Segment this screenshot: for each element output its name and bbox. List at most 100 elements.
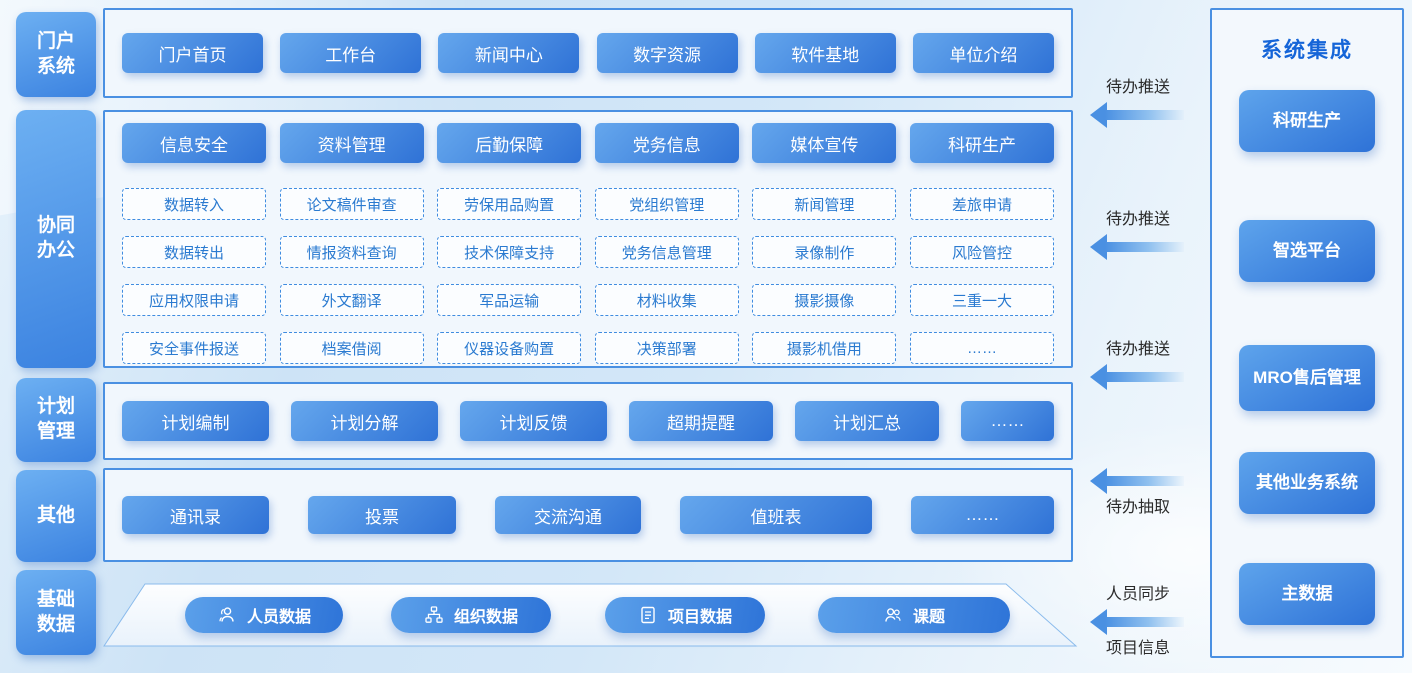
contacts-button[interactable]: 通讯录: [122, 496, 269, 534]
collab-item-button[interactable]: 三重一大: [909, 284, 1054, 316]
sidebar-item-label: 计划管理: [36, 396, 75, 442]
collab-header-button[interactable]: 科研生产: [909, 123, 1054, 163]
panel-title: 系统集成: [1261, 39, 1353, 62]
software-base-button[interactable]: 软件基地: [754, 33, 896, 73]
collab-item-button[interactable]: 仪器设备购置: [437, 332, 582, 364]
pill-label: 课题: [912, 609, 945, 626]
pill-label: 人员数据: [246, 609, 311, 626]
collab-columns: 信息安全 数据转入 数据转出 应用权限申请 安全事件报送 资料管理 论文稿件审查…: [105, 112, 1071, 380]
collab-item-button[interactable]: 档案借阅: [279, 332, 424, 364]
collab-item-button[interactable]: 摄影摄像: [752, 284, 897, 316]
mro-aftersales-button[interactable]: MRO售后管理: [1239, 345, 1375, 411]
portal-button-row: 门户首页 工作台 新闻中心 数字资源 软件基地 单位介绍: [105, 10, 1071, 96]
collab-item-button[interactable]: 军品运输: [437, 284, 582, 316]
collab-item-button[interactable]: 安全事件报送: [122, 332, 266, 364]
vote-button[interactable]: 投票: [308, 496, 456, 534]
flow-todo-push-2: 待办推送: [1090, 208, 1186, 262]
research-production-system-button[interactable]: 科研生产: [1239, 90, 1375, 152]
plan-summary-button[interactable]: 计划汇总: [795, 401, 939, 441]
plan-feedback-button[interactable]: 计划反馈: [460, 401, 607, 441]
collab-item-button[interactable]: 数据转入: [122, 188, 266, 220]
news-center-button[interactable]: 新闻中心: [438, 33, 580, 73]
topic-data-pill[interactable]: 课题: [818, 597, 1010, 633]
collab-item-button[interactable]: 摄影机借用: [752, 332, 897, 364]
arrow-left-icon: [1090, 364, 1186, 390]
collab-item-button[interactable]: 差旅申请: [909, 188, 1054, 220]
sidebar-item-plan-management[interactable]: 计划管理: [16, 378, 96, 462]
flow-label: 待办推送: [1105, 341, 1170, 358]
collab-item-button[interactable]: 情报资料查询: [279, 236, 424, 268]
collab-item-button[interactable]: 材料收集: [594, 284, 739, 316]
collab-item-button[interactable]: 数据转出: [122, 236, 266, 268]
plan-decompose-button[interactable]: 计划分解: [291, 401, 438, 441]
smart-select-platform-button[interactable]: 智选平台: [1239, 220, 1375, 282]
flow-label: 项目信息: [1105, 640, 1170, 657]
plan-compile-button[interactable]: 计划编制: [122, 401, 269, 441]
collab-header-button[interactable]: 资料管理: [279, 123, 424, 163]
collab-item-button[interactable]: 党组织管理: [594, 188, 739, 220]
collab-item-button[interactable]: 技术保障支持: [437, 236, 582, 268]
plan-management-section: 计划编制 计划分解 计划反馈 超期提醒 计划汇总 ……: [103, 382, 1073, 460]
arrow-left-icon: [1090, 468, 1186, 494]
collab-column-material-mgmt: 资料管理 论文稿件审查 情报资料查询 外文翻译 档案借阅: [279, 123, 424, 380]
group-icon: [885, 608, 901, 622]
sidebar-item-base-data[interactable]: 基础数据: [16, 570, 96, 655]
plan-more-button[interactable]: ……: [961, 401, 1054, 441]
flow-todo-push-1: 待办推送: [1090, 76, 1186, 130]
sidebar-item-portal-system[interactable]: 门户系统: [16, 12, 96, 97]
collab-column-logistics: 后勤保障 劳保用品购置 技术保障支持 军品运输 仪器设备购置: [437, 123, 582, 380]
sidebar-item-label: 协同办公: [36, 215, 75, 261]
portal-home-button[interactable]: 门户首页: [122, 33, 263, 73]
communication-button[interactable]: 交流沟通: [495, 496, 641, 534]
collab-item-button[interactable]: 应用权限申请: [122, 284, 266, 316]
overdue-reminder-button[interactable]: 超期提醒: [629, 401, 773, 441]
collab-header-button[interactable]: 信息安全: [122, 123, 266, 163]
other-section: 通讯录 投票 交流沟通 值班表 ……: [103, 468, 1073, 562]
collab-item-button[interactable]: 录像制作: [752, 236, 897, 268]
collab-header-button[interactable]: 后勤保障: [437, 123, 582, 163]
master-data-button[interactable]: 主数据: [1239, 563, 1375, 625]
collab-item-button[interactable]: 风险管控: [909, 236, 1054, 268]
collab-item-button[interactable]: 论文稿件审查: [279, 188, 424, 220]
other-button-row: 通讯录 投票 交流沟通 值班表 ……: [105, 470, 1071, 560]
flow-label: 待办推送: [1105, 79, 1170, 96]
collab-item-button[interactable]: 决策部署: [594, 332, 739, 364]
collab-column-party-info: 党务信息 党组织管理 党务信息管理 材料收集 决策部署: [594, 123, 739, 380]
sidebar-item-collaboration-office[interactable]: 协同办公: [16, 110, 96, 368]
organization-data-pill[interactable]: 组织数据: [391, 597, 551, 633]
sidebar-item-label: 其他: [36, 504, 75, 526]
flow-label: 待办推送: [1105, 211, 1170, 228]
sidebar-item-label: 基础数据: [36, 588, 75, 635]
plan-button-row: 计划编制 计划分解 计划反馈 超期提醒 计划汇总 ……: [105, 384, 1071, 458]
collab-header-button[interactable]: 媒体宣传: [752, 123, 897, 163]
collab-item-button[interactable]: 党务信息管理: [594, 236, 739, 268]
sidebar-item-label: 门户系统: [36, 30, 75, 77]
flow-personnel-project-sync: 人员同步 项目信息: [1090, 583, 1186, 661]
other-business-systems-button[interactable]: 其他业务系统: [1239, 452, 1375, 514]
collaboration-office-section: 信息安全 数据转入 数据转出 应用权限申请 安全事件报送 资料管理 论文稿件审查…: [103, 110, 1073, 368]
collab-column-media: 媒体宣传 新闻管理 录像制作 摄影摄像 摄影机借用: [752, 123, 897, 380]
collab-item-button[interactable]: ……: [909, 332, 1054, 364]
arrow-left-icon: [1090, 234, 1186, 260]
flow-todo-push-3: 待办推送: [1090, 338, 1186, 392]
arrow-left-icon: [1090, 609, 1186, 635]
portal-system-section: 门户首页 工作台 新闻中心 数字资源 软件基地 单位介绍: [103, 8, 1073, 98]
workbench-button[interactable]: 工作台: [280, 33, 422, 73]
flow-label: 人员同步: [1105, 586, 1170, 603]
digital-resources-button[interactable]: 数字资源: [596, 33, 738, 73]
document-icon: [641, 606, 655, 624]
collab-item-button[interactable]: 新闻管理: [752, 188, 897, 220]
collab-item-button[interactable]: 劳保用品购置: [437, 188, 582, 220]
collab-header-button[interactable]: 党务信息: [594, 123, 739, 163]
collab-column-info-security: 信息安全 数据转入 数据转出 应用权限申请 安全事件报送: [122, 123, 266, 380]
duty-roster-button[interactable]: 值班表: [680, 496, 872, 534]
collab-item-button[interactable]: 外文翻译: [279, 284, 424, 316]
person-icon: [219, 607, 234, 622]
flow-todo-extract: 待办抽取: [1090, 466, 1186, 520]
unit-intro-button[interactable]: 单位介绍: [912, 33, 1054, 73]
sidebar-item-other[interactable]: 其他: [16, 470, 96, 562]
personnel-data-pill[interactable]: 人员数据: [185, 597, 343, 633]
other-more-button[interactable]: ……: [911, 496, 1054, 534]
pill-label: 组织数据: [453, 609, 518, 626]
project-data-pill[interactable]: 项目数据: [605, 597, 765, 633]
